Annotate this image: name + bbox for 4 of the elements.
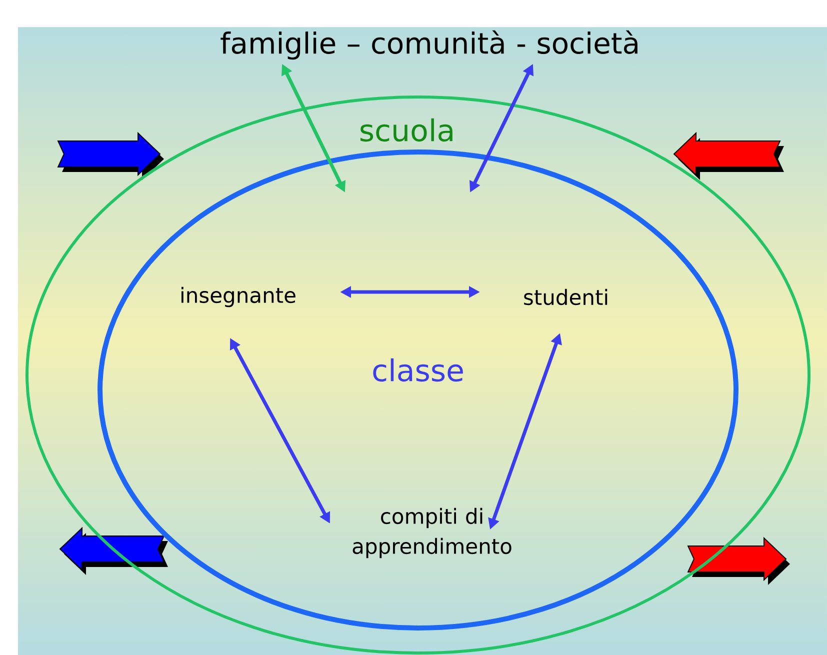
label-text: insegnante [182, 286, 296, 308]
label-text: famiglie – comunità - società [220, 30, 638, 60]
label-text: compiti di apprendimento [352, 508, 512, 558]
label-text: studenti [524, 288, 608, 306]
